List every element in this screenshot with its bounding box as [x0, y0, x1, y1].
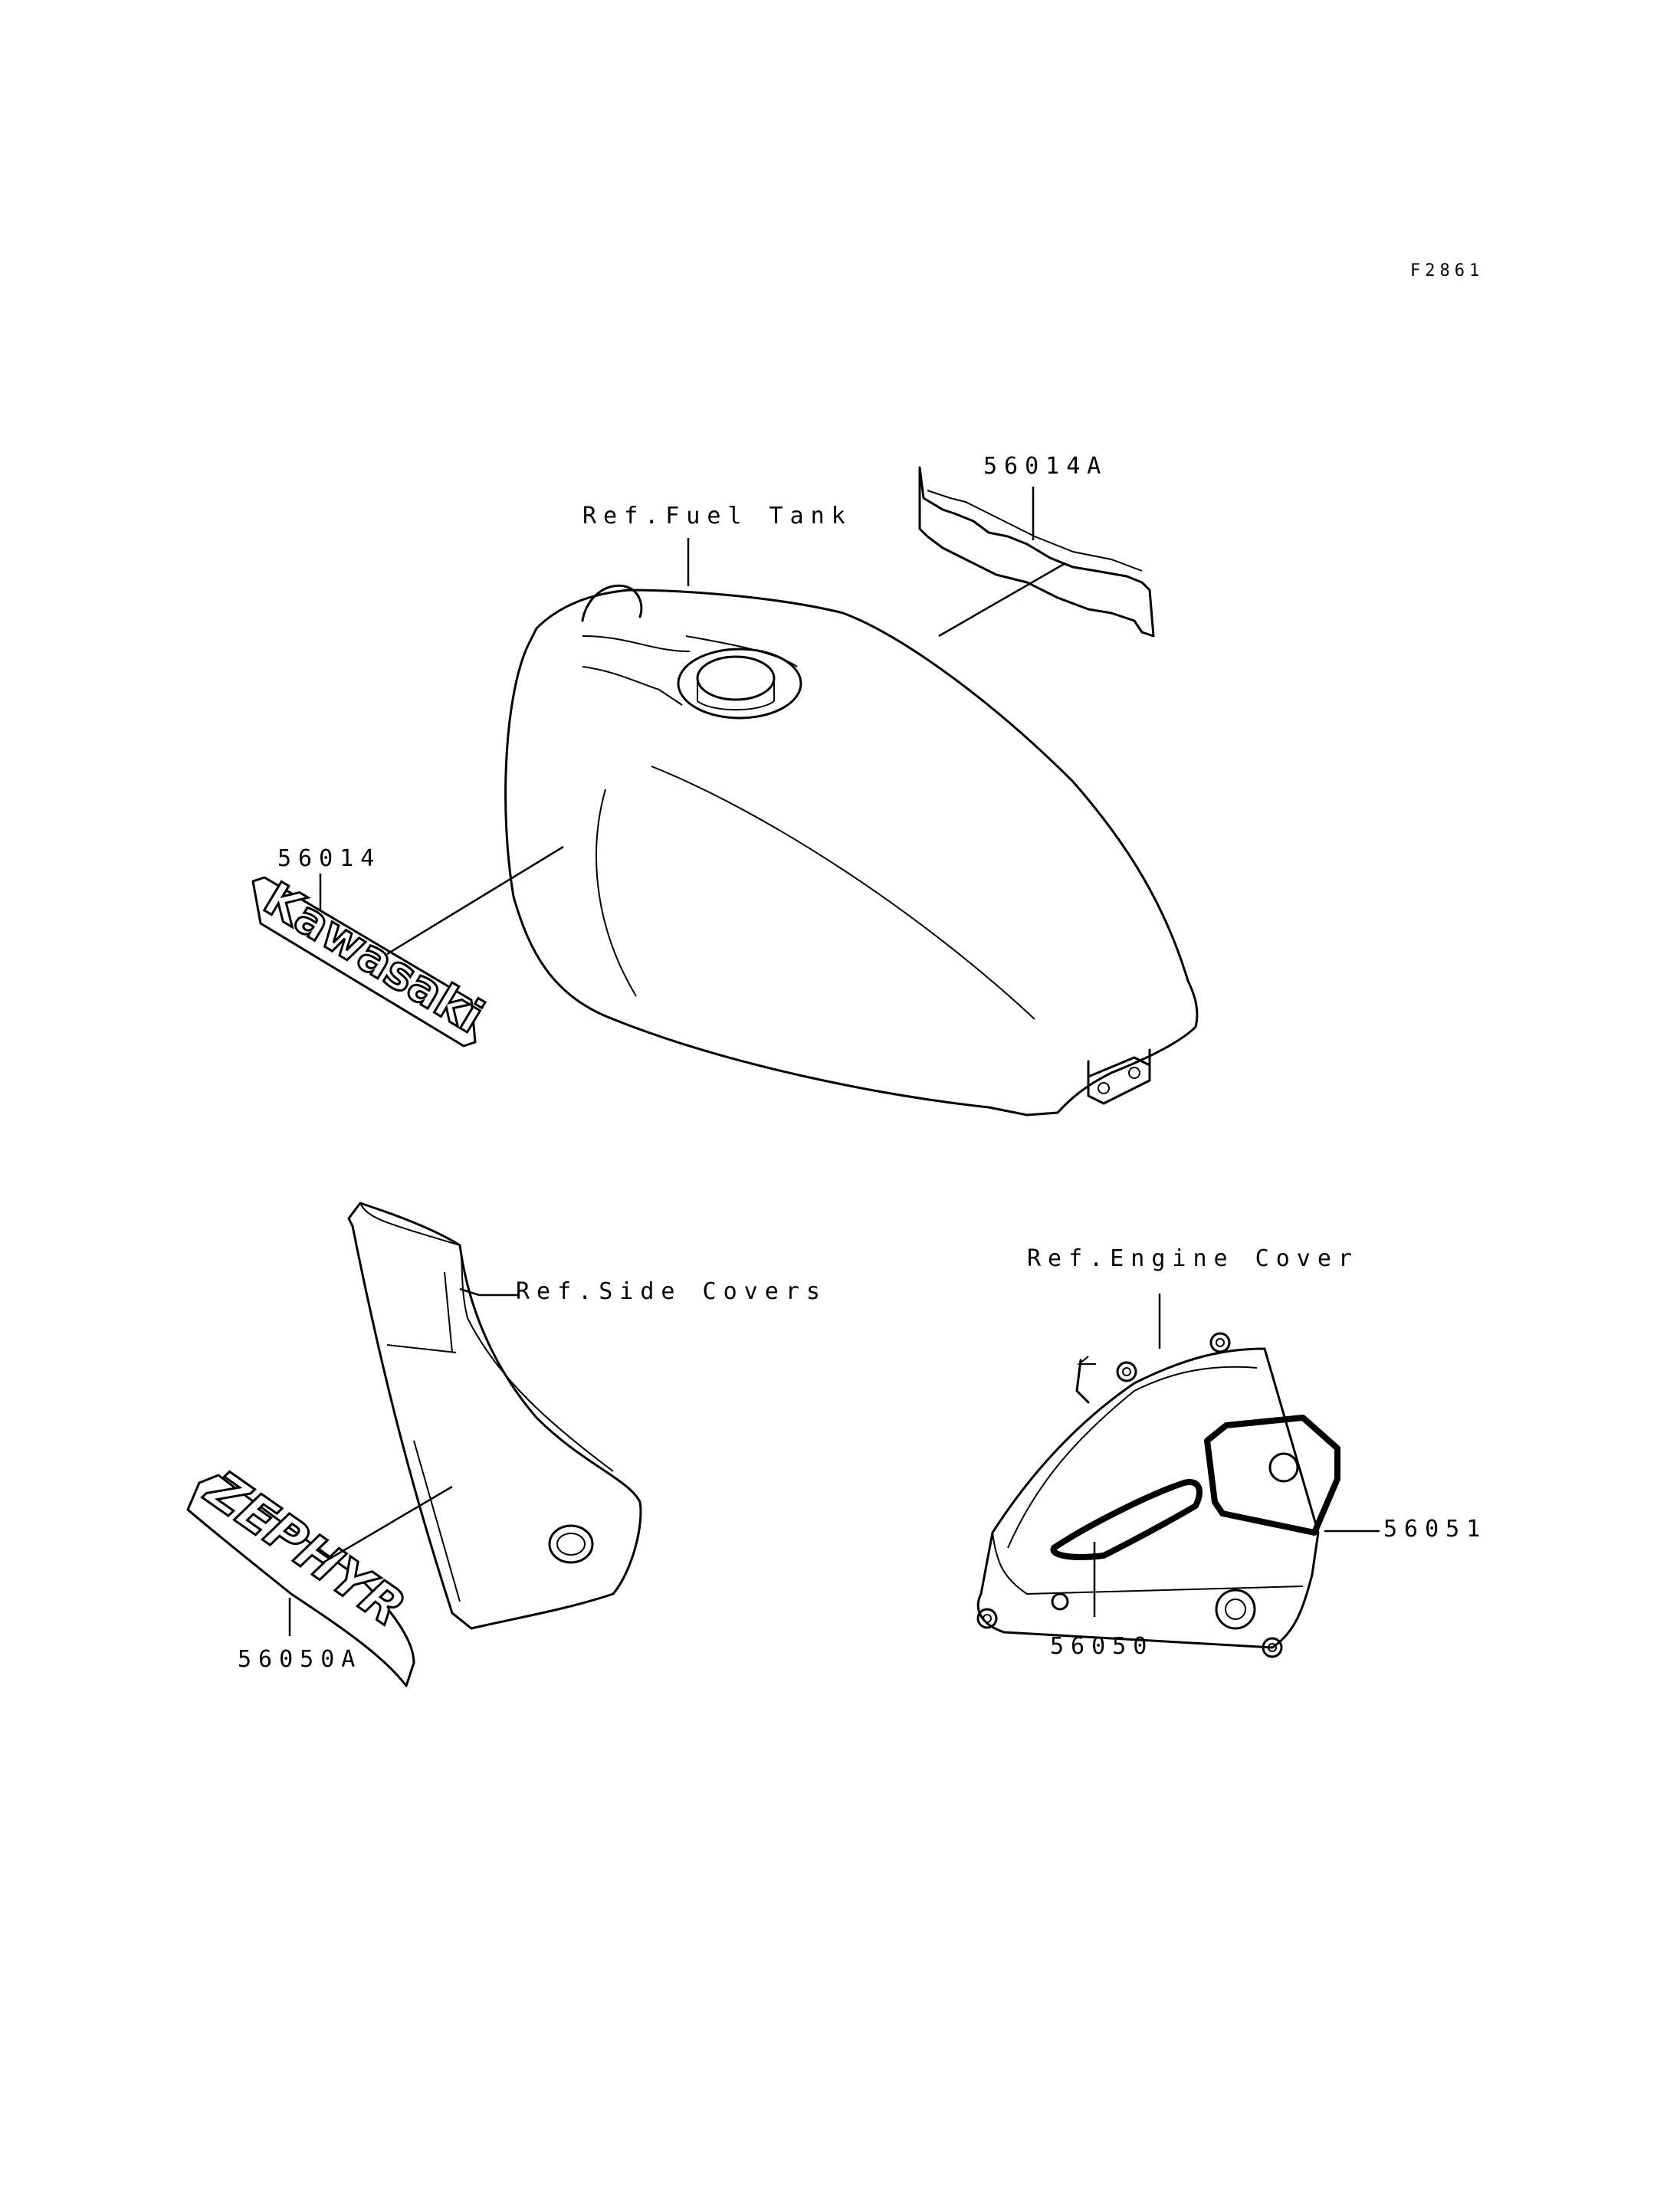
tank-stripe-decal — [918, 466, 1155, 638]
filler-neck-inner — [696, 655, 776, 701]
side-cover-decal-part-number: 56050A — [238, 1646, 362, 1673]
engine-cover-inlay-outline — [1204, 1415, 1340, 1536]
tank-stripe-leader-tank — [938, 562, 1066, 638]
side-cover — [347, 1202, 642, 1630]
engine-cover-bolt-boss — [1215, 1589, 1256, 1630]
tank-emblem-part-number: 56014 — [277, 845, 381, 872]
engine-cover-ref-label: Ref.Engine Cover — [1027, 1245, 1359, 1272]
side-cover-grommet — [548, 1524, 594, 1564]
figure-id: F2861 — [1410, 261, 1484, 280]
fuel-tank — [504, 584, 1199, 1117]
tank-stripe-part-number: 56014A — [983, 453, 1107, 480]
tank-emblem-decal: Kawasaki — [251, 871, 494, 1048]
side-cover-leader — [459, 1287, 517, 1297]
engine-cover-inspection-plug — [1268, 1452, 1299, 1483]
engine-cover-decal-outline — [1050, 1479, 1203, 1560]
engine-cover-inlay-part-number: 56051 — [1383, 1516, 1487, 1543]
engine-cover — [976, 1332, 1340, 1658]
side-cover-ref-label: Ref.Side Covers — [516, 1278, 827, 1305]
fuel-tank-ref-label: Ref.Fuel Tank — [582, 503, 852, 530]
engine-cover-decal-part-number: 56050 — [1050, 1633, 1153, 1660]
side-cover-decal-leader-cover — [321, 1485, 453, 1565]
tank-emblem-leader-tank — [386, 845, 564, 956]
filler-neck-outer — [677, 648, 802, 720]
zephyr-logo: ZEPHYR — [195, 1459, 415, 1638]
kawasaki-logo: Kawasaki — [254, 872, 492, 1044]
